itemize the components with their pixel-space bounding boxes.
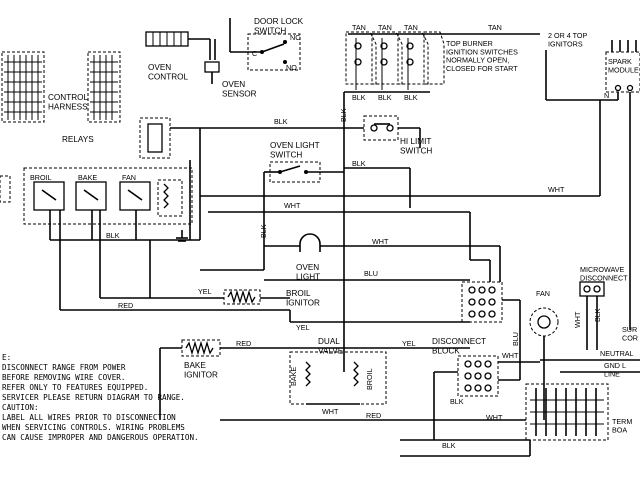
wire-wht-mw: WHT <box>573 311 582 328</box>
fan-motor <box>529 307 559 337</box>
service-notes: E: DISCONNECT RANGE FROM POWER BEFORE RE… <box>2 353 199 442</box>
wire-wht-valve: WHT <box>322 407 339 416</box>
wire-yel-broil: YEL <box>198 287 212 296</box>
wire-yel-2: YEL <box>296 323 310 332</box>
hi-limit-switch <box>363 115 399 141</box>
wire-yel-valve: YEL <box>402 339 416 348</box>
valve-broil-label: BROIL <box>365 368 374 390</box>
ground-symbol <box>176 230 188 242</box>
disconnect-block <box>457 355 499 397</box>
ignition-switch-1 <box>345 31 377 90</box>
wire-n-spark: N <box>604 91 609 100</box>
ignition-switch-2 <box>371 31 403 90</box>
door-lock-c: C <box>252 49 257 58</box>
note-line-6: LABEL ALL WIRES PRIOR TO DISCONNECTION <box>2 413 176 422</box>
spark-module <box>605 40 640 93</box>
ignition-switch-4 <box>423 31 445 85</box>
note-line-7: WHEN SERVICING CONTROLS. WIRING PROBLEMS <box>2 423 185 432</box>
relay-bank-left <box>1 51 45 123</box>
wire-tan-4: TAN <box>488 23 502 32</box>
wire-wht-top: WHT <box>548 185 565 194</box>
wire-red-1: RED <box>118 301 133 310</box>
wire-wht-disc: WHT <box>502 351 519 360</box>
terminal-block-upper <box>461 281 503 323</box>
bake-ignitor <box>181 339 221 357</box>
door-lock-no: NO <box>286 63 297 72</box>
note-line-1: DISCONNECT RANGE FROM POWER <box>2 363 126 372</box>
wire-blk-mid: BLK <box>352 159 366 168</box>
oven-control-connector <box>145 31 216 60</box>
wire-red-bake: RED <box>236 339 251 348</box>
oven-light <box>299 233 321 252</box>
microwave-disconnect <box>579 281 605 297</box>
wire-blk-mw: BLK <box>593 308 602 322</box>
wire-tan-1: TAN <box>352 23 366 32</box>
valve-bake-label: BAKE <box>289 367 298 386</box>
note-line-5: CAUTION: <box>2 403 39 412</box>
terminal-board <box>525 383 609 441</box>
wire-wht-disc2: WHT <box>486 413 503 422</box>
wire-red-lower: RED <box>366 411 381 420</box>
note-line-2: BEFORE REMOVING WIRE COVER. <box>2 373 125 382</box>
wire-blu-fan: BLU <box>511 332 520 346</box>
wire-tan-3: TAN <box>404 23 418 32</box>
wire-wht-2: WHT <box>284 201 301 210</box>
broil-ignitor <box>223 289 261 305</box>
relays-label: RELAYS <box>62 135 94 144</box>
wire-blk-disc: BLK <box>450 397 464 406</box>
wire-tan-2: TAN <box>378 23 392 32</box>
relay-fan-label: FAN <box>122 173 136 182</box>
note-line-3: REFER ONLY TO FEATURES EQUIPPED. <box>2 383 148 392</box>
wire-blk-relay: BLK <box>106 231 120 240</box>
note-line-4: SERVICER PLEASE RETURN DIAGRAM TO RANGE. <box>2 393 185 402</box>
wire-wht-light: WHT <box>372 237 389 246</box>
neutral-label: NEUTRAL <box>600 349 634 358</box>
wire-blu: BLU <box>364 269 378 278</box>
relay-bake-label: BAKE <box>78 173 97 182</box>
relay-bank-right <box>87 51 121 123</box>
fan-label: FAN <box>536 289 550 298</box>
wire-blk-sw3: BLK <box>404 93 418 102</box>
wire-blk-sw2: BLK <box>378 93 392 102</box>
relay-board <box>23 167 193 225</box>
wire-blk-sw1: BLK <box>352 93 366 102</box>
oven-sensor <box>204 61 220 84</box>
control-relay-block <box>139 117 171 159</box>
wire-blk-lower: BLK <box>442 441 456 450</box>
door-lock-nc: NC <box>290 33 300 42</box>
door-lock-switch <box>229 18 301 71</box>
wire-blk-vertical: BLK <box>339 108 348 122</box>
note-line-0: E: <box>2 353 11 362</box>
note-line-8: CAN CAUSE IMPROPER AND DANGEROUS OPERATI… <box>2 433 199 442</box>
wire-blk-light: BLK <box>259 224 268 238</box>
relay-broil-label: BROIL <box>30 173 52 182</box>
ignition-switch-3 <box>397 31 429 90</box>
wire-blk-top: BLK <box>274 117 288 126</box>
